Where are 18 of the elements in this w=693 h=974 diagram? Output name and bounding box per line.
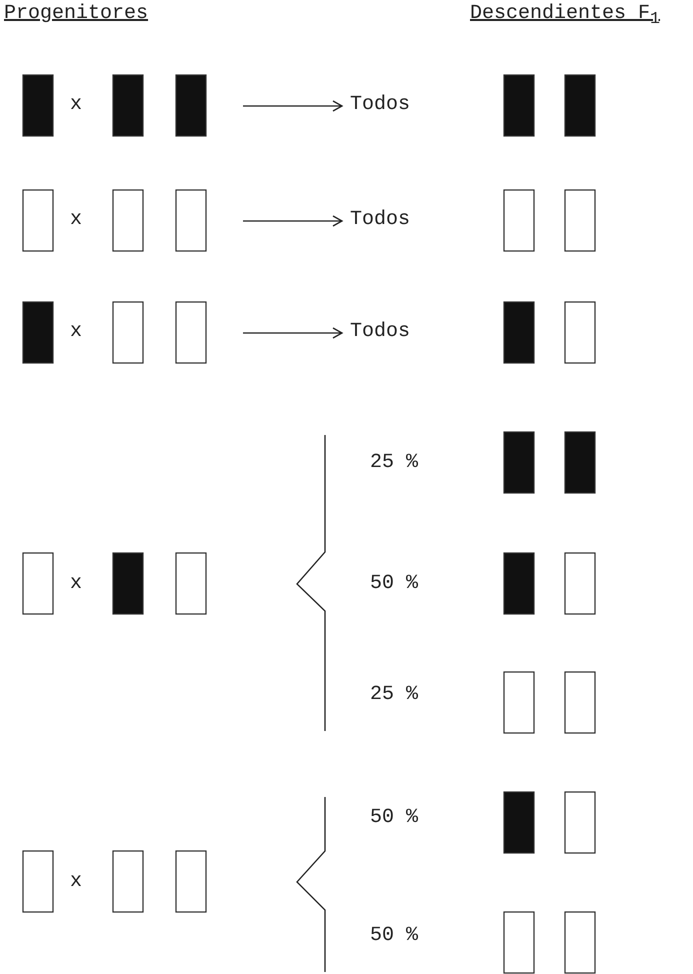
percentage-text: 50 % — [370, 572, 418, 596]
percentage-text: 50 % — [370, 924, 418, 948]
header-text: Descendientes F$_{1}$ — [470, 2, 660, 31]
percentage-text: 25 % — [370, 683, 418, 707]
header-text: Progenitores — [4, 2, 148, 26]
cross-sign: x — [70, 320, 82, 344]
arrow — [243, 215, 343, 227]
cross-sign: x — [70, 208, 82, 232]
cross-sign: x — [70, 870, 82, 894]
percentage-text: 25 % — [370, 451, 418, 475]
cross-sign: x — [70, 572, 82, 596]
cross-sign: x — [70, 93, 82, 117]
result-text: Todos — [350, 208, 410, 232]
result-text: Todos — [350, 93, 410, 117]
arrow — [243, 100, 343, 112]
arrow — [243, 327, 343, 339]
percentage-text: 50 % — [370, 806, 418, 830]
result-text: Todos — [350, 320, 410, 344]
